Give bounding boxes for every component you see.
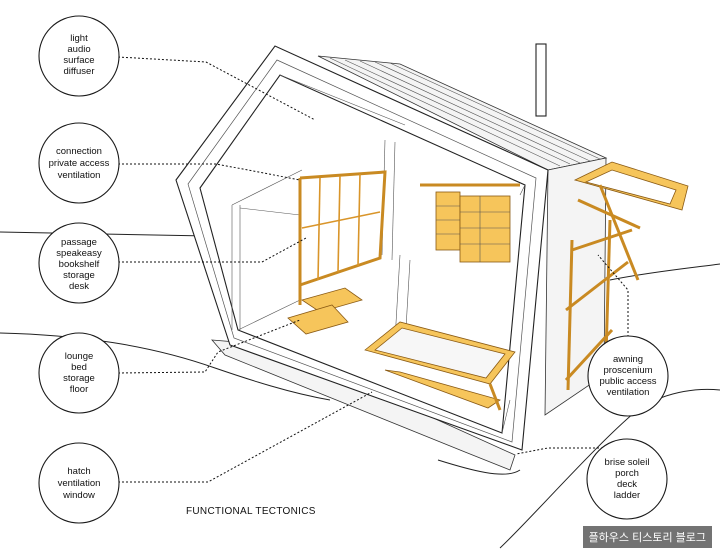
callout-line: diffuser bbox=[64, 66, 95, 77]
callout-line: public access bbox=[599, 376, 656, 387]
hatch-window bbox=[364, 321, 516, 411]
callout-line: speakeasy bbox=[56, 248, 102, 259]
callout-hatch: hatch ventilation window bbox=[38, 442, 120, 524]
callout-light-audio: light audio surface diffuser bbox=[38, 15, 120, 97]
callout-line: desk bbox=[69, 281, 89, 292]
callout-line: ventilation bbox=[58, 478, 101, 489]
callout-line: awning bbox=[613, 354, 643, 365]
callout-line: storage bbox=[63, 373, 95, 384]
callout-passage: passage speakeasy bookshelf storage desk bbox=[38, 222, 120, 304]
callout-line: storage bbox=[63, 270, 95, 281]
callout-line: brise soleil bbox=[605, 457, 650, 468]
callout-line: bed bbox=[71, 362, 87, 373]
leader-lines bbox=[117, 56, 629, 483]
callout-awning: awning proscenium public access ventilat… bbox=[587, 335, 669, 417]
callout-brise-soleil: brise soleil porch deck ladder bbox=[586, 438, 668, 520]
cabin-structure bbox=[175, 43, 689, 471]
callout-line: lounge bbox=[65, 351, 94, 362]
callout-line: connection bbox=[56, 146, 102, 157]
callout-line: proscenium bbox=[603, 365, 652, 376]
callout-line: floor bbox=[70, 384, 88, 395]
callout-line: window bbox=[62, 490, 95, 501]
callout-line: hatch bbox=[67, 466, 90, 477]
callout-line: passage bbox=[61, 237, 97, 248]
callout-line: ventilation bbox=[607, 387, 650, 398]
awning-porch bbox=[564, 161, 689, 391]
callout-line: bookshelf bbox=[59, 259, 100, 270]
callout-line: ladder bbox=[614, 490, 640, 501]
callout-lounge: lounge bed storage floor bbox=[38, 332, 120, 414]
diagram-caption: FUNCTIONAL TECTONICS bbox=[186, 506, 316, 517]
callout-connection: connection private access ventilation bbox=[38, 122, 120, 204]
blog-watermark: 플하우스 티스토리 블로그 bbox=[582, 526, 712, 548]
bookshelf bbox=[420, 183, 520, 263]
callout-line: private access bbox=[49, 158, 110, 169]
callout-line: light bbox=[70, 33, 88, 44]
callout-line: deck bbox=[617, 479, 637, 490]
lounge-bed bbox=[287, 287, 363, 335]
bookshelf-window-frame bbox=[298, 170, 387, 305]
callout-line: surface bbox=[63, 55, 94, 66]
callout-line: porch bbox=[615, 468, 639, 479]
callout-line: ventilation bbox=[58, 170, 101, 181]
callout-line: audio bbox=[67, 44, 90, 55]
